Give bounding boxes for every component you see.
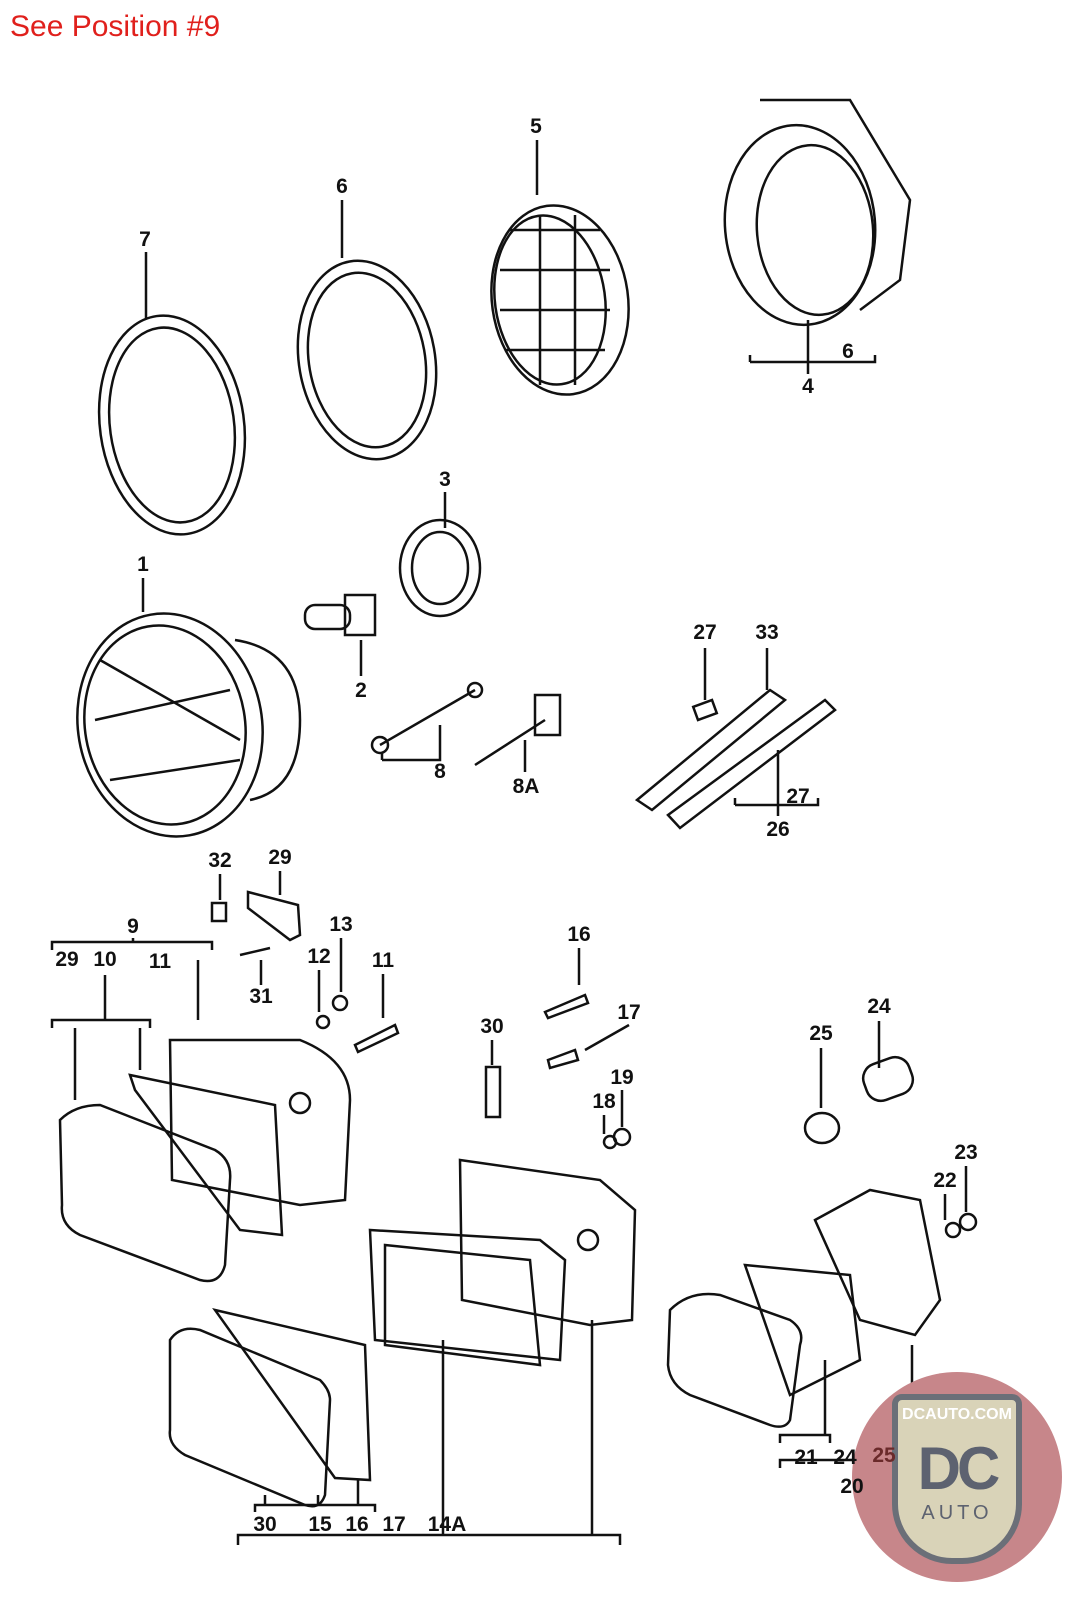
callout-19: 19 [610,1066,634,1089]
headlight-1 [76,578,302,838]
callout-20: 20 [840,1475,864,1498]
callout-2: 2 [355,679,367,702]
callout-30: 30 [480,1015,504,1038]
callout-5: 5 [530,115,542,138]
callout-16b: 16 [345,1513,369,1536]
callout-6b: 6 [842,340,854,363]
callout-26: 26 [766,818,790,841]
callout-29b: 29 [55,948,79,971]
callout-10: 10 [93,948,117,971]
callout-8a: 8A [512,775,540,798]
page-title: See Position #9 [10,10,221,43]
callout-16: 16 [567,923,591,946]
callout-27b: 27 [786,785,810,808]
callout-1: 1 [137,553,149,576]
callout-25: 25 [809,1022,833,1045]
callout-22: 22 [933,1169,957,1192]
callout-21: 21 [794,1446,818,1469]
logo-top-text: DCAUTO.COM [902,1406,1012,1423]
adjuster-8 [370,681,562,772]
bracket-29 [210,871,302,985]
housing-4 [723,98,912,374]
callout-18: 18 [592,1090,616,1113]
callout-15: 15 [308,1513,332,1536]
logo-shield [892,1394,1022,1564]
callout-25b: 25 [872,1444,896,1467]
rect-headlight-9 [50,938,352,1283]
callout-17b: 17 [382,1513,406,1536]
callout-4: 4 [802,375,814,398]
callout-33: 33 [755,621,779,644]
callout-8: 8 [434,760,446,783]
strip-lamp-26 [634,648,837,830]
callout-31: 31 [249,985,273,1008]
callout-7: 7 [139,228,151,251]
callout-24: 24 [867,995,891,1018]
bulb-holder-3 [398,492,482,618]
sealed-beam-5 [490,140,630,396]
fog-lamp-14a [168,1158,637,1545]
callout-14a: 14A [427,1513,467,1536]
small-parts [315,938,632,1150]
callout-27: 27 [693,621,717,644]
callout-12: 12 [307,945,331,968]
callout-13: 13 [329,913,353,936]
callout-23: 23 [954,1141,978,1164]
dcauto-logo: DCAUTO.COM DC AUTO [852,1372,1062,1582]
callout-17: 17 [617,1001,641,1024]
callout-11: 11 [148,950,172,973]
callout-24b: 24 [833,1446,857,1469]
trim-ring-7 [97,252,247,536]
callout-3: 3 [439,468,451,491]
callout-29: 29 [268,846,292,869]
callout-11b: 11 [371,949,395,972]
logo-sub-text: AUTO [921,1502,993,1524]
logo-main-text: DC [917,1435,1001,1502]
callout-30b: 30 [253,1513,277,1536]
marker-lamp-20 [666,1021,978,1468]
callout-9: 9 [127,915,139,938]
bulb-2 [303,593,377,676]
callout-32: 32 [208,849,232,872]
callout-6: 6 [336,175,348,198]
retaining-ring-6 [296,200,438,461]
